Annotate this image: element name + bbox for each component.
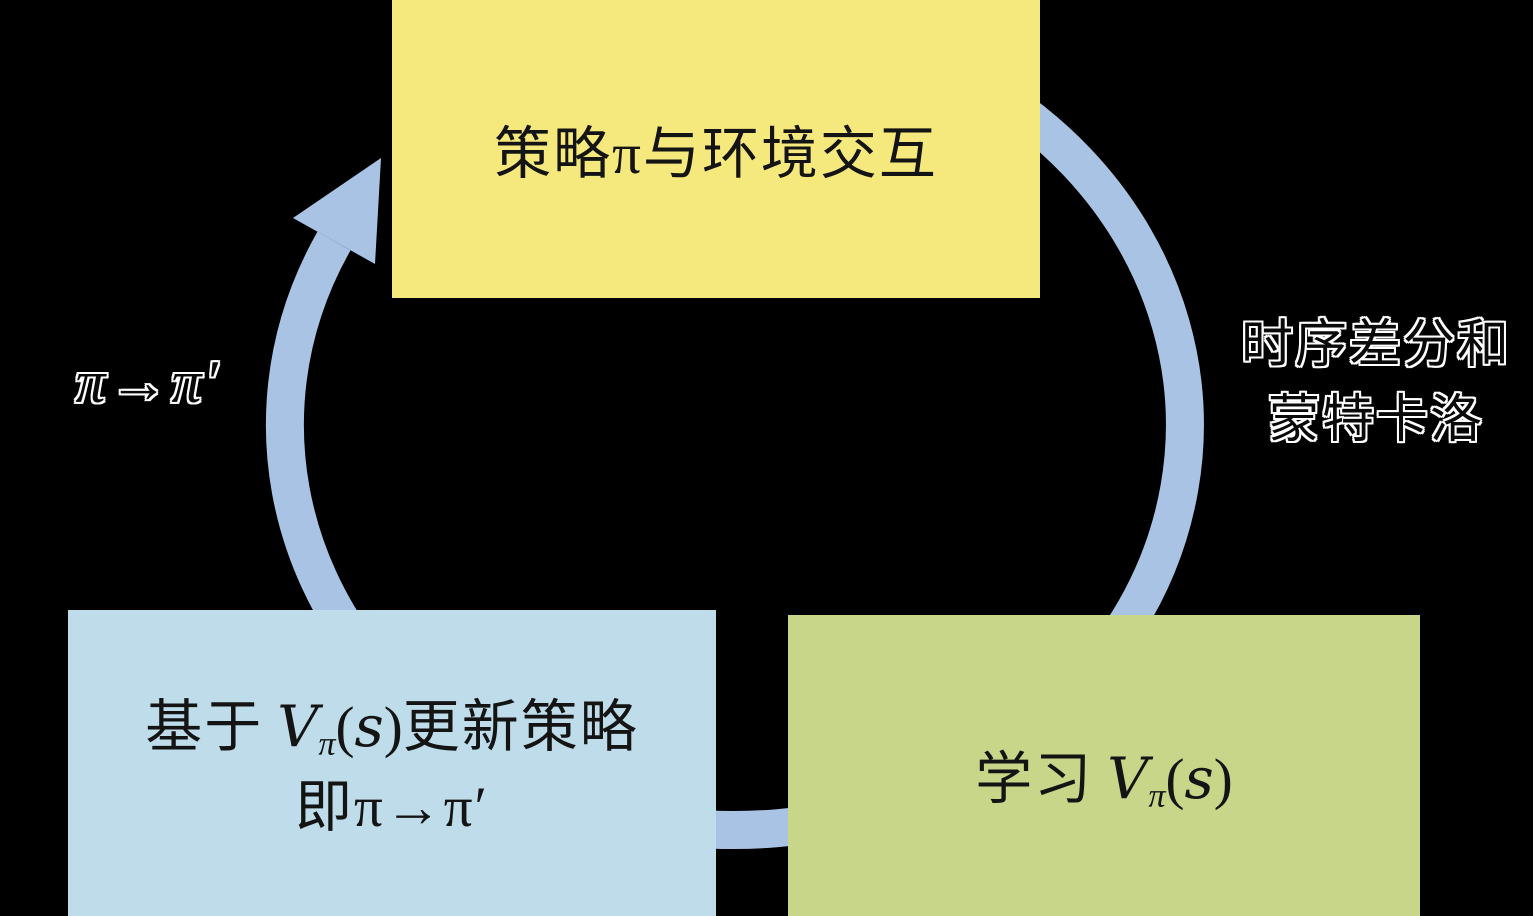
- value-var: V: [1107, 746, 1149, 812]
- policy-improvement-text: π→π′: [75, 349, 221, 415]
- td-montecarlo-line2: 蒙特卡洛: [1267, 392, 1484, 450]
- value-var: V: [277, 694, 319, 760]
- update-policy-line1-suffix: 更新策略: [402, 696, 639, 759]
- update-policy-line2: 即π→π′: [294, 775, 490, 839]
- td-montecarlo-line1: 时序差分和: [1240, 317, 1511, 374]
- state-arg: s: [1184, 746, 1214, 812]
- td-montecarlo-label: 时序差分和 蒙特卡洛: [1228, 308, 1524, 459]
- paren-open: (: [1165, 748, 1185, 811]
- paren-close: ): [1213, 748, 1233, 811]
- learn-value-prefix: 学习: [975, 748, 1094, 811]
- paren-close: ): [383, 696, 403, 759]
- policy-environment-box: 策略π与环境交互: [392, 0, 1040, 298]
- state-arg: s: [354, 694, 384, 760]
- paren-open: (: [335, 696, 355, 759]
- policy-environment-label: 策略π与环境交互: [494, 123, 938, 186]
- value-sub: π: [318, 725, 336, 763]
- value-function-math: Vπ(s): [1107, 746, 1233, 813]
- value-sub: π: [1148, 777, 1166, 815]
- value-function-math: Vπ(s): [277, 694, 403, 761]
- cycle-arrowhead-icon: [293, 158, 381, 264]
- policy-improvement-label: π→π′: [28, 348, 268, 417]
- update-policy-line1-prefix: 基于: [145, 696, 264, 759]
